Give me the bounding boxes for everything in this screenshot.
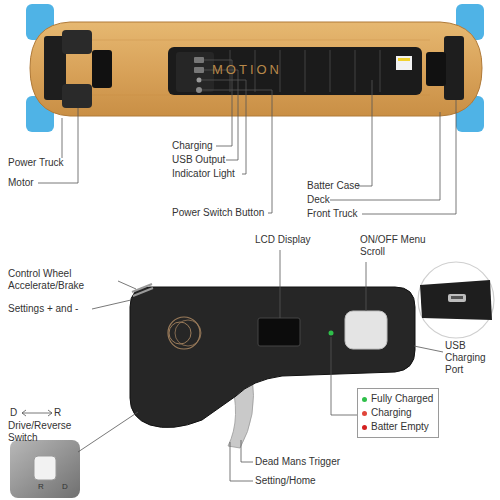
part-name: Setting/Home [255, 475, 355, 487]
skateboard-deck [80, 40, 430, 95]
leader-line [22, 250, 443, 481]
leader-line [414, 346, 443, 352]
legend-row: Charging [362, 406, 434, 420]
deck-brand: MOTION [212, 62, 302, 77]
case-port [194, 57, 204, 93]
power-truck [44, 30, 112, 108]
part-name: Motor [8, 177, 68, 189]
switch-inset [34, 456, 56, 480]
leader-line [78, 412, 138, 452]
leader-line [331, 337, 357, 415]
legend-swatch [362, 411, 367, 416]
leader-line [22, 413, 52, 414]
switch-letter: R [38, 482, 48, 492]
part-name: Deck [307, 194, 347, 206]
leader-line [62, 118, 63, 158]
front-truck [426, 52, 446, 86]
leader-line [280, 250, 281, 318]
part-name: USB Output [172, 154, 242, 166]
leader-line [118, 281, 136, 289]
remote-body [132, 284, 153, 296]
part-name: Indicator Light [172, 168, 252, 180]
case-port [194, 67, 204, 73]
leader-line [92, 300, 131, 309]
leader-line [362, 100, 456, 214]
case-port [197, 78, 202, 83]
remote-body [329, 331, 334, 336]
remote-body [175, 320, 201, 346]
usb-inset [420, 280, 492, 320]
switch-inset [10, 440, 80, 498]
legend-swatch [362, 425, 367, 430]
battery-case [168, 47, 422, 95]
front-truck [426, 36, 464, 100]
power-truck [92, 50, 112, 88]
usb-inset [418, 262, 494, 338]
leader-line [202, 90, 272, 213]
direction-letter: D [10, 407, 22, 419]
part-name: Drive/Reverse Switch [8, 420, 88, 444]
battery-case [398, 58, 410, 61]
part-name: Batter Case [307, 180, 377, 192]
legend-text: Fully Charged [371, 392, 433, 406]
legend-swatch [362, 397, 367, 402]
part-name: Settings + and - [8, 303, 108, 315]
usb-inset [448, 294, 466, 302]
leader-line [38, 108, 78, 183]
part-name: Front Truck [307, 208, 377, 220]
part-name: Power Truck [8, 157, 78, 169]
leader-line [22, 410, 26, 416]
remote-body [345, 311, 387, 349]
remote-body [258, 318, 300, 346]
battery-case [396, 56, 412, 70]
battery-case [176, 52, 214, 92]
leader-line [366, 262, 367, 311]
skateboard-deck [30, 22, 482, 116]
part-name: Charging [172, 140, 232, 152]
usb-inset [418, 262, 494, 338]
leader-line [48, 410, 52, 416]
part-name: LCD Display [255, 234, 335, 246]
part-name: Control Wheel Accelerate/Brake [8, 268, 118, 292]
direction-letter: R [54, 407, 66, 419]
part-name: Power Switch Button [172, 207, 282, 219]
remote-body [169, 322, 191, 344]
power-truck [62, 84, 92, 108]
part-name: ON/OFF Menu Scroll [360, 234, 430, 258]
leader-line [38, 60, 456, 214]
wheel [26, 4, 484, 132]
switch-inset [10, 440, 80, 498]
legend-box: Fully ChargedChargingBatter Empty [357, 388, 439, 438]
leader-line [230, 442, 253, 481]
legend-text: Charging [371, 406, 412, 420]
battery-case [168, 47, 422, 95]
front-truck [444, 36, 464, 100]
legend-text: Batter Empty [371, 420, 429, 434]
case-port [196, 87, 202, 93]
legend-row: Fully Charged [362, 392, 434, 406]
power-truck [62, 30, 92, 54]
skateboard-deck [30, 22, 482, 116]
switch-letter: D [62, 482, 72, 492]
part-name: USB Charging Port [445, 340, 497, 376]
leader-line [357, 80, 372, 186]
leader-line [241, 440, 253, 462]
case-port [194, 57, 204, 63]
part-name: Dead Mans Trigger [255, 456, 365, 468]
usb-inset [451, 296, 463, 299]
remote-body [168, 317, 200, 349]
legend-row: Batter Empty [362, 420, 434, 434]
